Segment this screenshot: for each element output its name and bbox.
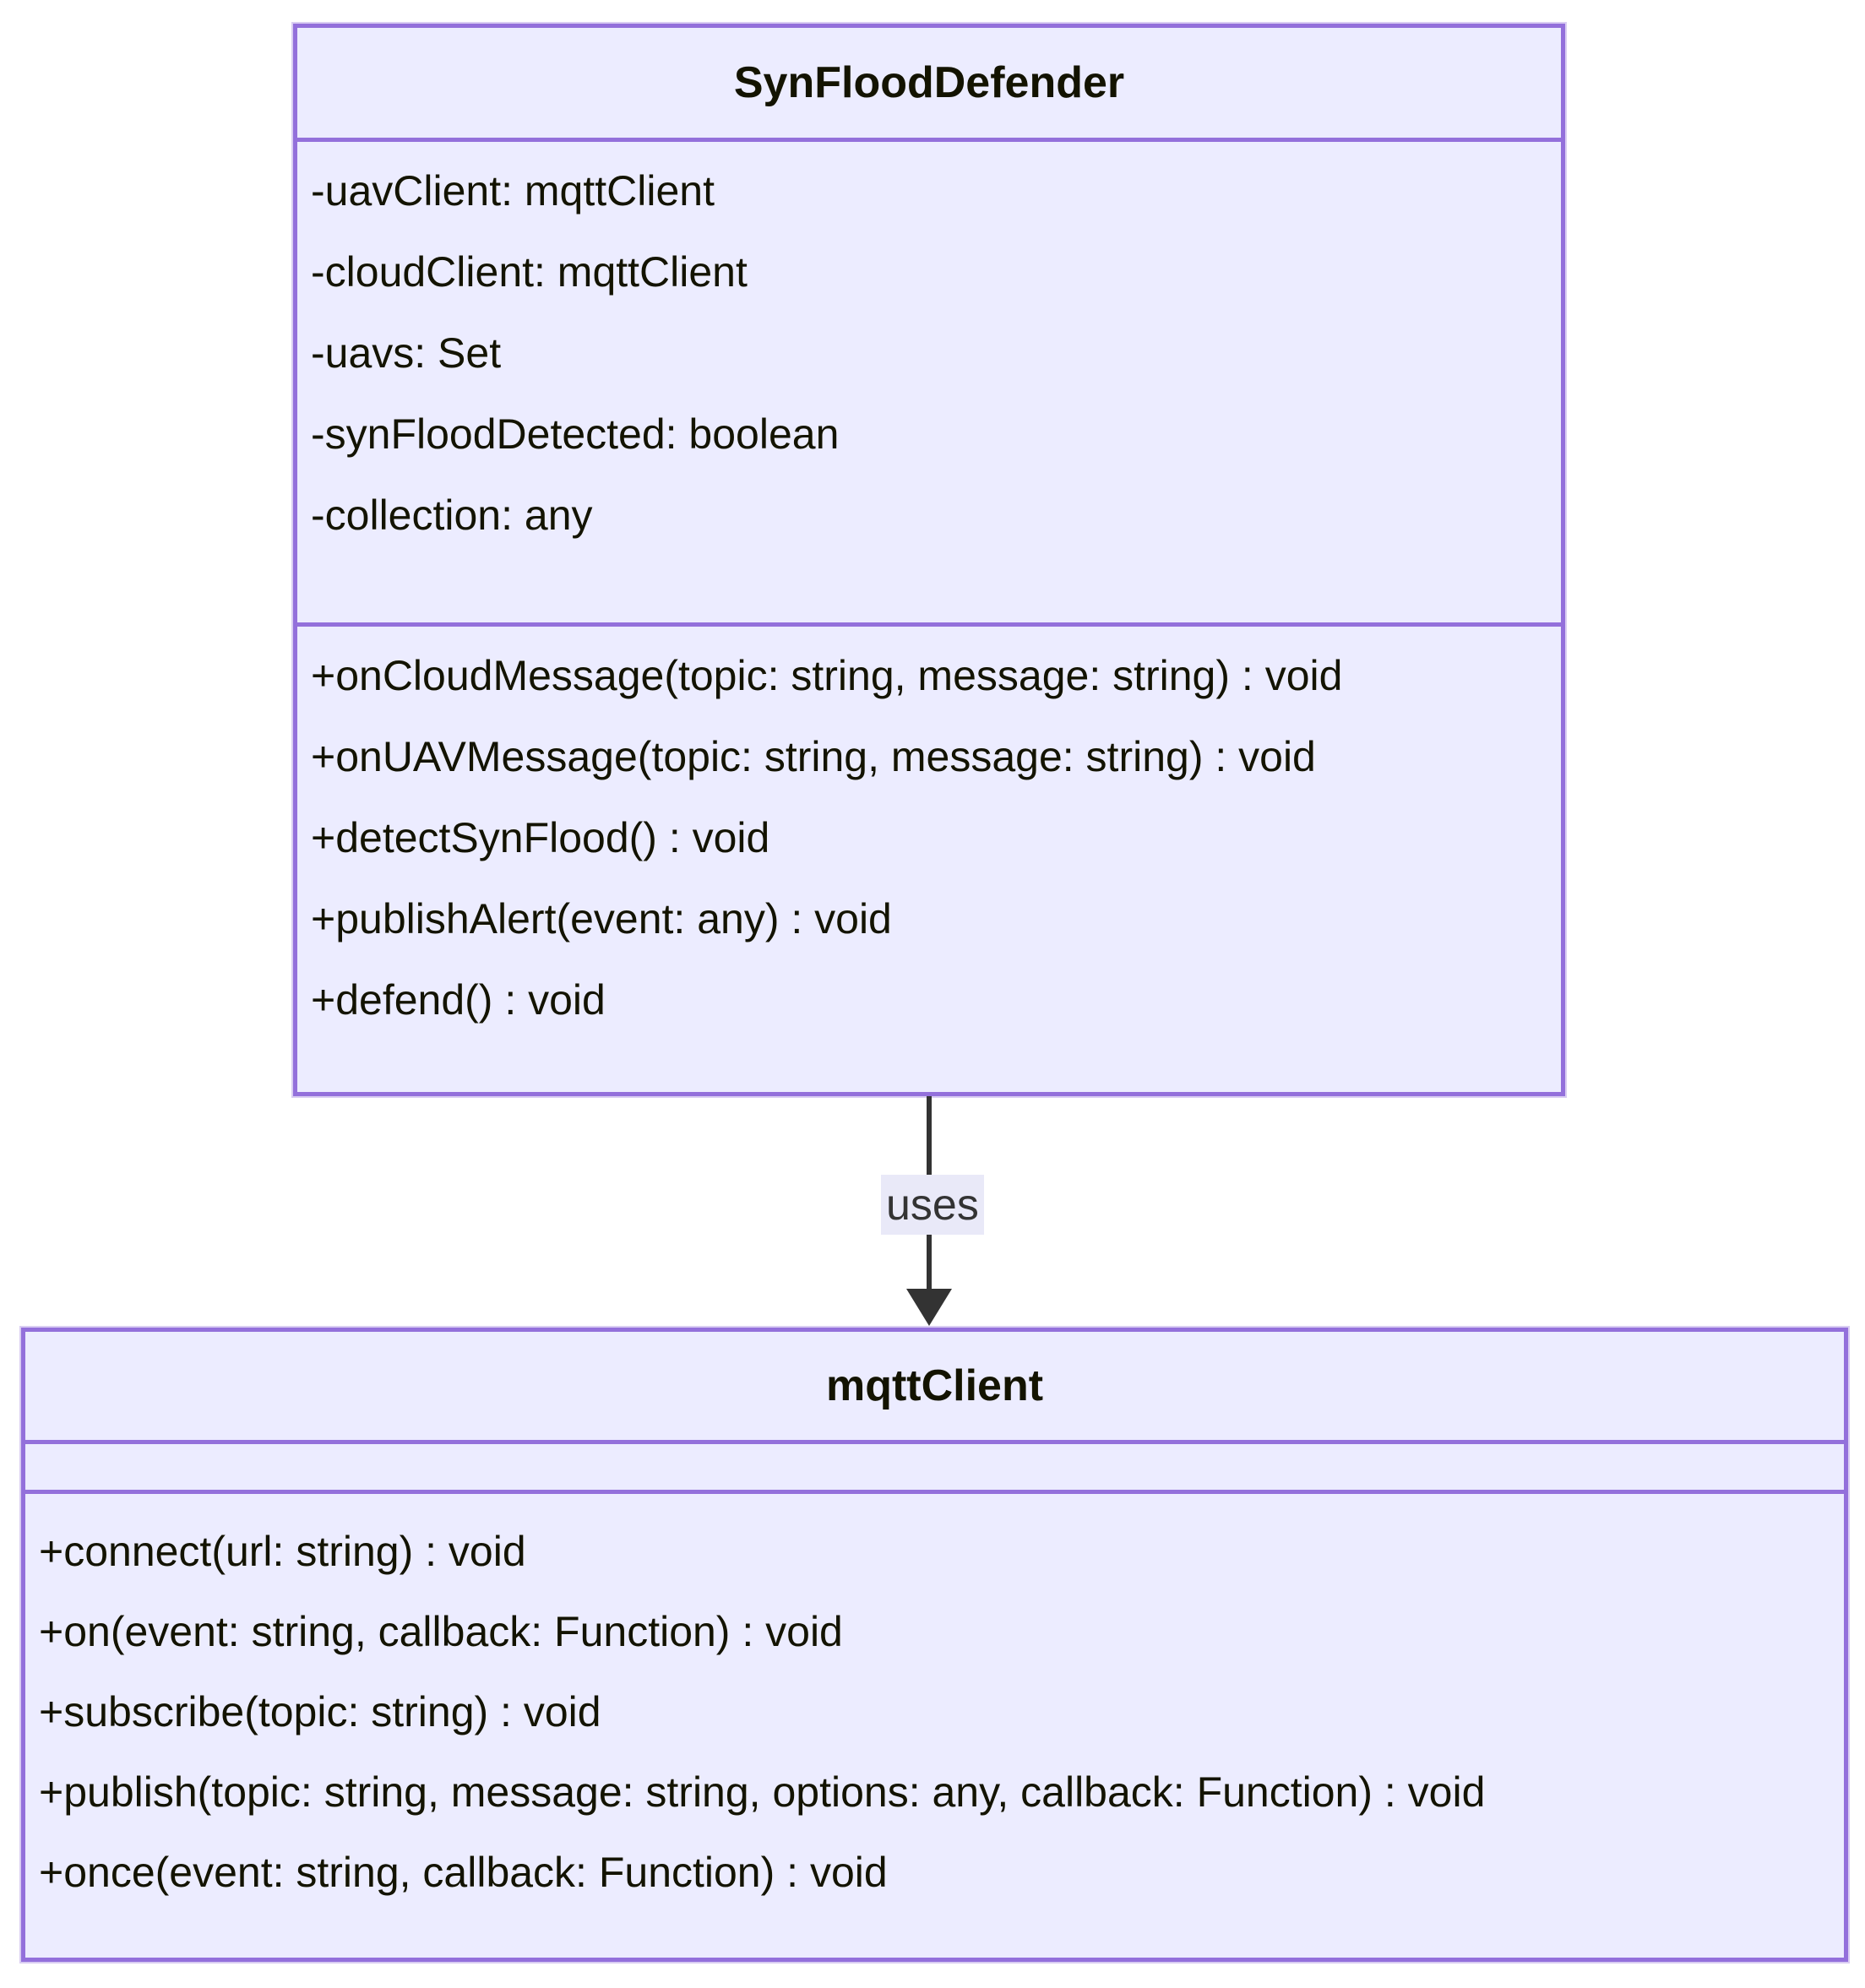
class-attributes-section-empty: [25, 1444, 1844, 1494]
class-methods-section: +onCloudMessage(topic: string, message: …: [297, 627, 1561, 1092]
class-member-row: +defend() : void: [311, 976, 606, 1024]
arrowhead-down-icon: [906, 1289, 952, 1326]
class-attributes-section: -uavClient: mqttClient -cloudClient: mqtt…: [297, 142, 1561, 627]
class-member-row: -cloudClient: mqttClient: [311, 248, 748, 296]
class-member-row: +onCloudMessage(topic: string, message: …: [311, 652, 1343, 699]
class-member-row: +connect(url: string) : void: [39, 1527, 526, 1575]
class-member-row: +onUAVMessage(topic: string, message: st…: [311, 733, 1316, 780]
class-member-row: +subscribe(topic: string) : void: [39, 1687, 601, 1735]
uses-edge-label: uses: [881, 1175, 984, 1235]
class-node-mqttclient: mqttClient +connect(url: string) : void+…: [21, 1328, 1848, 1962]
class-member-row: +publish(topic: string, message: string,…: [39, 1768, 1486, 1816]
class-title-mqttclient: mqttClient: [25, 1332, 1844, 1444]
class-member-row: +detectSynFlood() : void: [311, 814, 770, 861]
class-title-synflooddefender: SynFloodDefender: [297, 28, 1561, 142]
class-member-row: -uavClient: mqttClient: [311, 167, 715, 215]
class-member-row: +once(event: string, callback: Function)…: [39, 1848, 888, 1896]
class-member-row: -collection: any: [311, 492, 593, 539]
class-methods-section: +connect(url: string) : void +on(event: s…: [25, 1494, 1844, 1958]
class-member-row: +on(event: string, callback: Function) :…: [39, 1607, 843, 1655]
class-member-row: +publishAlert(event: any) : void: [311, 895, 892, 942]
class-member-row: -uavs: Set: [311, 329, 502, 377]
class-member-row: -synFloodDetected: boolean: [311, 410, 840, 458]
class-node-synflooddefender: SynFloodDefender -uavClient: mqttClient-…: [293, 24, 1565, 1096]
